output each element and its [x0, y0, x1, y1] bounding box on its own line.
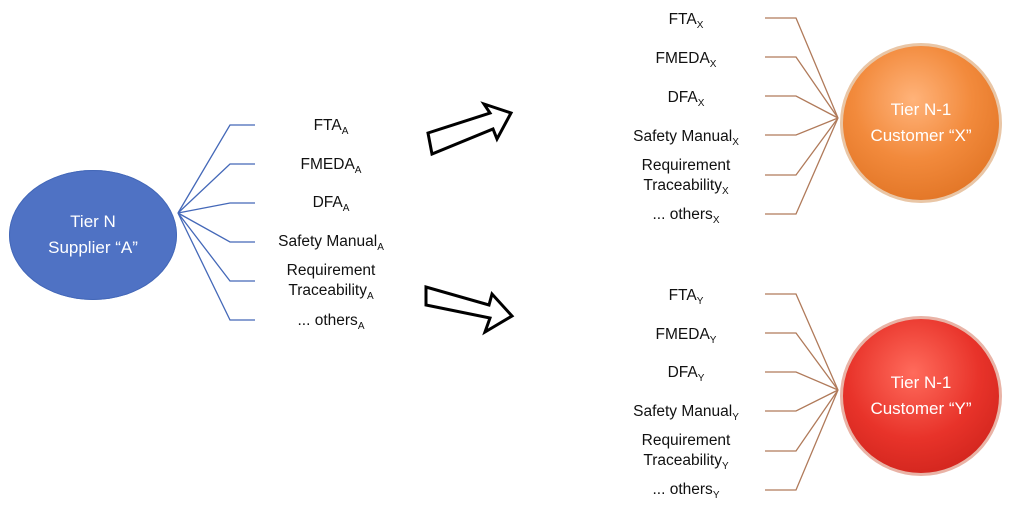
- customer-y-tier-label: Tier N-1: [890, 373, 952, 392]
- customer-y-node: Tier N-1 Customer “Y”: [840, 316, 1002, 476]
- supplier-connector-line: [177, 212, 255, 321]
- customer-y-connector-line: [765, 389, 839, 491]
- customer-y-connector-line: [765, 389, 839, 452]
- customer-y-connector-line: [765, 389, 839, 412]
- supplier-connector-line: [177, 124, 255, 214]
- supplier-connector-line: [177, 163, 255, 214]
- customer-y-connector-line: [765, 371, 839, 391]
- customer-x-item-safety-manual: Safety ManualX: [633, 128, 739, 148]
- supplier-connector-line: [177, 212, 255, 282]
- customer-y-connector-line: [765, 293, 839, 391]
- customer-x-connector-line: [765, 117, 839, 176]
- customer-x-item-others: ... othersX: [652, 206, 720, 226]
- customer-y-item-others: ... othersY: [652, 481, 720, 501]
- customer-y-connectors: [765, 293, 839, 491]
- supplier-node: Tier N Supplier “A”: [9, 170, 177, 300]
- customer-x-node: Tier N-1 Customer “X”: [840, 43, 1002, 203]
- customer-y-item-fta: FTAY: [668, 287, 704, 307]
- customer-x-connector-line: [765, 117, 839, 215]
- customer-y-connector-line: [765, 332, 839, 391]
- customer-x-connectors: [765, 17, 839, 215]
- customer-x-connector-line: [765, 17, 839, 119]
- supplier-connector-line: [177, 202, 255, 214]
- supplier-tier-label: Tier N: [70, 212, 116, 231]
- customer-y-item-dfa: DFAY: [667, 364, 705, 384]
- supplier-item-fmeda: FMEDAA: [300, 156, 362, 176]
- customer-x-item-fta: FTAX: [668, 11, 704, 31]
- customer-x-item-fmeda: FMEDAX: [655, 50, 717, 70]
- supplier-item-others: ... othersA: [297, 312, 365, 332]
- supplier-connector-line: [177, 212, 255, 243]
- supplier-item-dfa: DFAA: [312, 194, 350, 214]
- arrow-to-customer-x: [426, 101, 514, 157]
- customer-y-name-label: Customer “Y”: [870, 399, 972, 418]
- customer-x-item-dfa: DFAX: [667, 89, 705, 109]
- supplier-item-fta: FTAA: [313, 117, 349, 137]
- arrow-to-customer-y: [424, 285, 515, 336]
- customer-y-item-fmeda: FMEDAY: [655, 326, 717, 346]
- customer-x-tier-label: Tier N-1: [890, 100, 952, 119]
- customer-y-item-safety-manual: Safety ManualY: [633, 403, 739, 423]
- supplier-name-label: Supplier “A”: [48, 238, 138, 257]
- customer-x-name-label: Customer “X”: [870, 126, 972, 145]
- supplier-item-safety-manual: Safety ManualA: [278, 233, 384, 253]
- supplier-connectors: [177, 124, 255, 321]
- customer-x-connector-line: [765, 95, 839, 119]
- customer-x-connector-line: [765, 117, 839, 136]
- customer-x-connector-line: [765, 56, 839, 119]
